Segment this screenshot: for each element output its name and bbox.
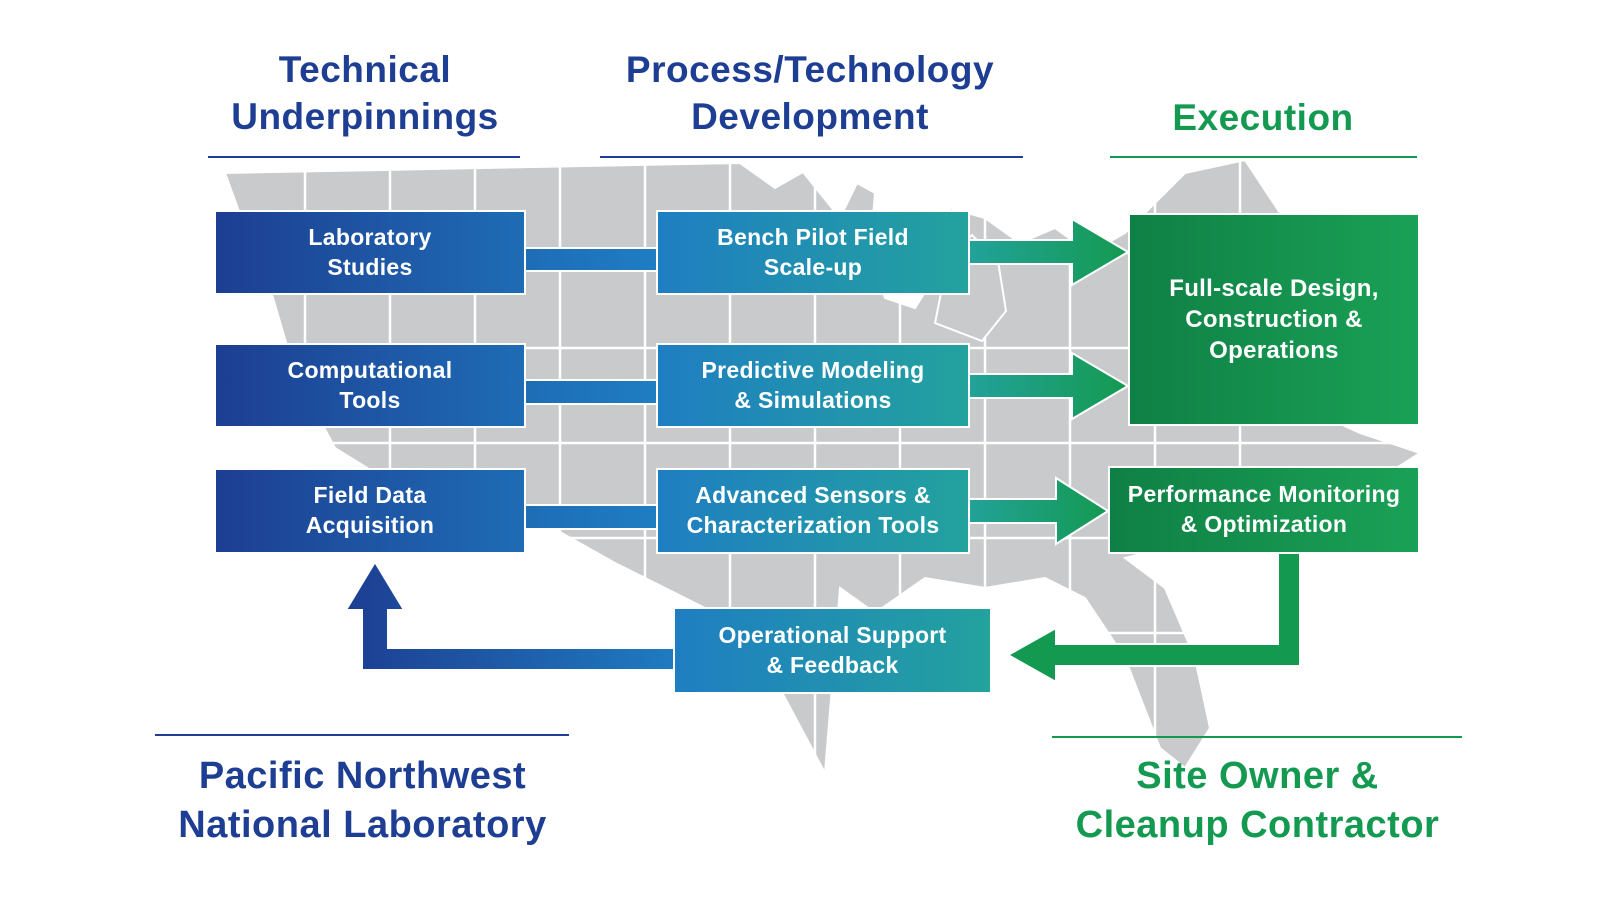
arrow-sensors-to-monitoring — [959, 476, 1110, 546]
box-field-data-acquisition: Field Data Acquisition — [216, 470, 524, 552]
box-performance-monitoring-optimization: Performance Monitoring & Optimization — [1110, 468, 1418, 552]
connector-row2 — [519, 379, 663, 405]
arrow-monitoring-to-operational — [1005, 547, 1301, 684]
underline-technical — [208, 156, 520, 158]
heading-execution: Execution — [1172, 97, 1354, 138]
box-advanced-sensors-characterization: Advanced Sensors & Characterization Tool… — [658, 470, 968, 552]
arrow-bench-to-fullscale — [959, 217, 1130, 287]
footer-site-owner-cleanup-contractor: Site Owner & Cleanup Contractor — [1075, 755, 1440, 847]
footer-pacific-northwest-national-laboratory: Pacific Northwest National Laboratory — [178, 755, 547, 847]
overline-site-owner — [1052, 736, 1462, 738]
overline-pnnl — [155, 734, 569, 736]
box-laboratory-studies: Laboratory Studies — [216, 212, 524, 293]
arrow-operational-to-fielddata — [344, 560, 691, 671]
arrow-modeling-to-fullscale — [959, 351, 1130, 421]
connector-row3 — [519, 504, 663, 530]
box-bench-pilot-field-scale-up: Bench Pilot Field Scale-up — [658, 212, 968, 293]
box-full-scale-design-construction-operations: Full-scale Design, Construction & Operat… — [1130, 215, 1418, 424]
box-operational-support-feedback: Operational Support & Feedback — [675, 609, 990, 692]
box-computational-tools: Computational Tools — [216, 345, 524, 426]
heading-technical-underpinnings: Technical Underpinnings — [231, 49, 499, 138]
underline-execution — [1110, 156, 1417, 158]
connector-row1 — [519, 247, 663, 272]
box-predictive-modeling-simulations: Predictive Modeling & Simulations — [658, 345, 968, 426]
underline-process — [600, 156, 1023, 158]
heading-process-technology-development: Process/Technology Development — [625, 49, 995, 138]
